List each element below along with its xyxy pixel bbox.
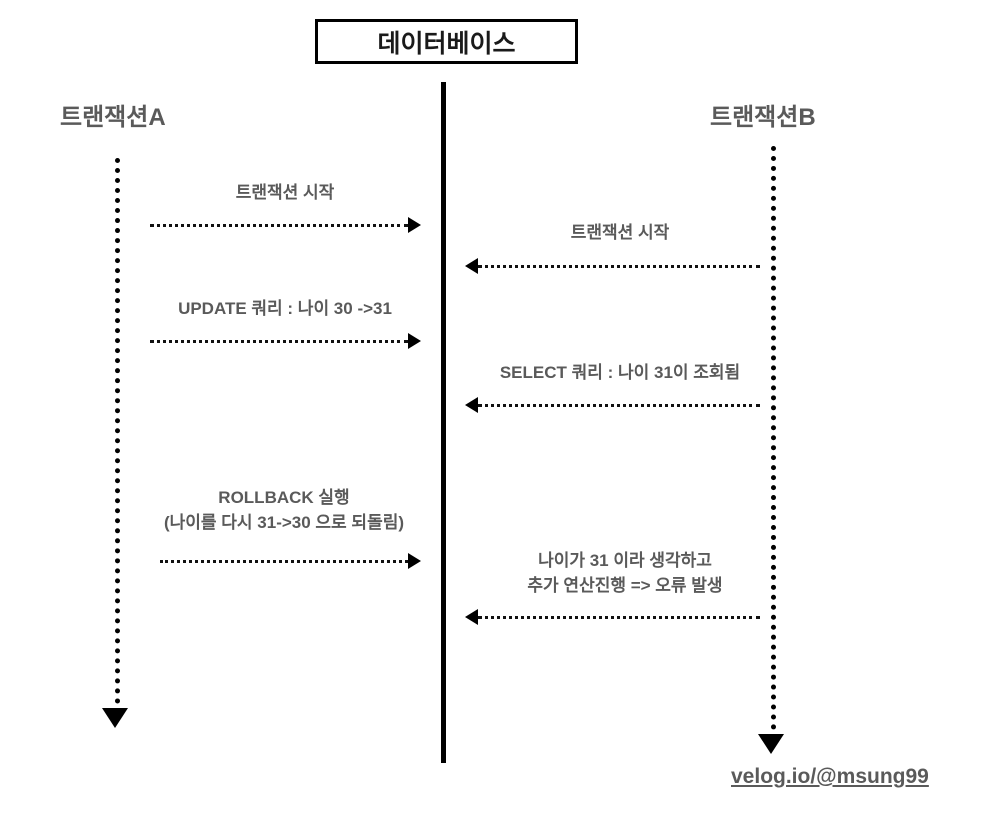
lifeline-transaction-b [771, 146, 776, 740]
message-label-dirty-read-error-line1: 나이가 31 이라 생각하고 [538, 551, 712, 570]
lifeline-database [441, 82, 446, 763]
message-label-transaction-start-b: 트랜잭션 시작 [570, 223, 670, 242]
lifeline-arrow-transaction-b-icon [758, 734, 784, 754]
arrow-left-icon [465, 397, 478, 413]
message-line-dirty-read-error [478, 616, 760, 619]
database-title-box: 데이터베이스 [315, 19, 578, 64]
message-label-rollback-line1: ROLLBACK 실행 [218, 488, 350, 507]
message-line-select-query [478, 404, 760, 407]
message-label-dirty-read-error-line2: 추가 연산진행 => 오류 발생 [527, 576, 723, 595]
message-label-transaction-start-a: 트랜잭션 시작 [235, 183, 335, 202]
message-label-dirty-read-error: 나이가 31 이라 생각하고 추가 연산진행 => 오류 발생 [480, 548, 770, 598]
arrow-left-icon [465, 258, 478, 274]
arrow-right-icon [408, 553, 421, 569]
actor-label-transaction-b: 트랜잭션B [710, 104, 816, 131]
message-label-rollback: ROLLBACK 실행 (나이를 다시 31->30 으로 되돌림) [128, 485, 440, 535]
message-label-select-query: SELECT 쿼리 : 나이 31이 조회됨 [499, 363, 741, 382]
actor-label-transaction-a: 트랜잭션A [60, 104, 166, 131]
database-title-label: 데이터베이스 [377, 29, 516, 58]
arrow-right-icon [408, 217, 421, 233]
arrow-right-icon [408, 333, 421, 349]
lifeline-arrow-transaction-a-icon [102, 708, 128, 728]
message-label-rollback-line2: (나이를 다시 31->30 으로 되돌림) [163, 513, 405, 532]
lifeline-transaction-a [115, 158, 120, 714]
message-line-rollback [160, 560, 408, 563]
message-label-update-query: UPDATE 쿼리 : 나이 30 ->31 [178, 299, 392, 318]
arrow-left-icon [465, 609, 478, 625]
message-line-update-query [150, 340, 408, 343]
message-line-transaction-start-b [478, 265, 760, 268]
watermark-link[interactable]: velog.io/@msung99 [731, 765, 929, 788]
message-line-transaction-start-a [150, 224, 408, 227]
